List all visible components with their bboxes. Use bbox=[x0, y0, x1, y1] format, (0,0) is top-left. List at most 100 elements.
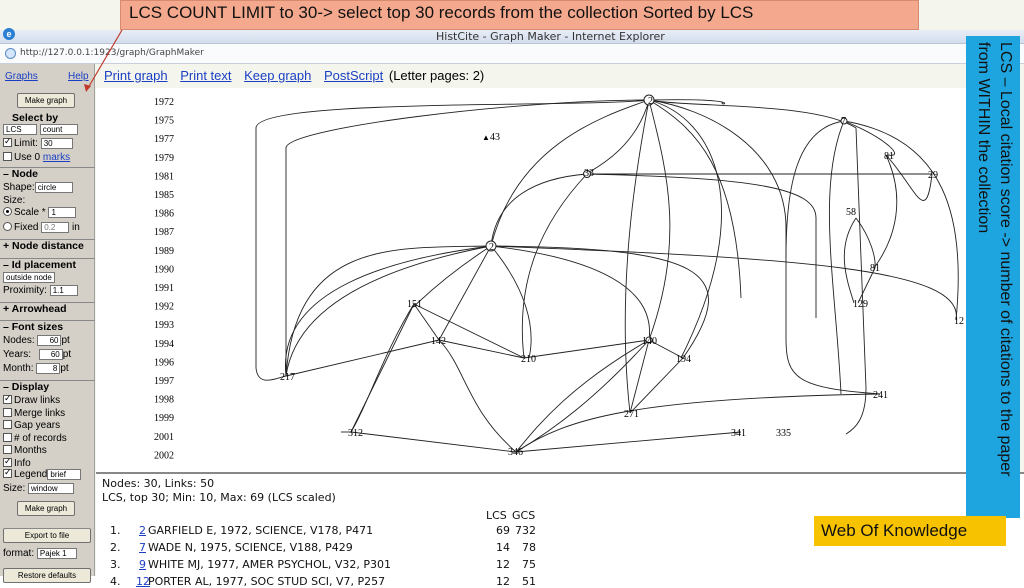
record-lcs: 14 bbox=[496, 541, 510, 554]
record-index: 1. bbox=[110, 524, 121, 537]
display-header[interactable]: – Display bbox=[0, 380, 95, 393]
link-edge bbox=[285, 339, 440, 377]
size-label: Size: bbox=[3, 195, 26, 206]
address-url[interactable]: http://127.0.0.1:1923/graph/GraphMaker bbox=[20, 48, 204, 58]
postscript-link[interactable]: PostScript bbox=[324, 68, 384, 83]
format-dropdown[interactable]: Pajek 1 bbox=[36, 548, 77, 559]
id-placement-dropdown[interactable]: outside node bbox=[3, 272, 55, 283]
node-label: 346 bbox=[508, 447, 523, 458]
proximity-input[interactable]: 1.1 bbox=[49, 285, 78, 296]
display-option[interactable]: Draw links bbox=[3, 393, 60, 406]
fixed-unit: in bbox=[72, 222, 80, 233]
nodes-font-input[interactable]: 60 bbox=[37, 335, 62, 346]
select-mode-dropdown[interactable]: count bbox=[39, 124, 78, 135]
years-font-label: Years: bbox=[3, 349, 31, 360]
legend-checkbox[interactable] bbox=[3, 467, 12, 478]
address-bar[interactable]: http://127.0.0.1:1923/graph/GraphMaker bbox=[0, 44, 1024, 64]
display-option[interactable]: Info bbox=[3, 456, 31, 469]
id-placement-header[interactable]: – Id placement bbox=[0, 258, 95, 271]
display-option-label: Months bbox=[14, 445, 47, 456]
nodes-font-label: Nodes: bbox=[3, 335, 35, 346]
node-section-header[interactable]: – Node bbox=[0, 167, 95, 180]
node-label: 81 bbox=[870, 263, 880, 274]
years-font-input[interactable]: 60 bbox=[38, 349, 63, 360]
web-of-knowledge-badge: Web Of Knowledge bbox=[814, 516, 1006, 546]
print-graph-link[interactable]: Print graph bbox=[104, 68, 168, 83]
month-font-input[interactable]: 8 bbox=[36, 363, 61, 374]
make-graph-button[interactable]: Make graph bbox=[17, 93, 75, 108]
use0-label: Use 0 bbox=[14, 152, 41, 163]
record-id-link[interactable]: 12 bbox=[136, 575, 150, 588]
record-index: 3. bbox=[110, 558, 121, 571]
display-option[interactable]: Merge links bbox=[3, 407, 65, 419]
node-label: 194 bbox=[676, 354, 691, 365]
display-option[interactable]: Months bbox=[3, 445, 47, 456]
fixed-input[interactable]: 0.2 bbox=[41, 222, 70, 233]
limit-input[interactable]: 30 bbox=[40, 138, 73, 149]
size2-dropdown[interactable]: window bbox=[28, 483, 75, 494]
record-gcs: 732 bbox=[515, 524, 536, 537]
node-label: 335 bbox=[776, 428, 791, 439]
scale-radio[interactable] bbox=[3, 207, 12, 216]
link-edge bbox=[411, 245, 492, 308]
format-label: format: bbox=[3, 548, 35, 559]
make-graph-button-2[interactable]: Make graph bbox=[17, 501, 75, 516]
display-option-checkbox[interactable] bbox=[3, 445, 12, 454]
link-edge bbox=[285, 245, 492, 377]
record-id-link[interactable]: 2 bbox=[139, 524, 146, 537]
year-label: 1999 bbox=[154, 413, 174, 424]
marks-link[interactable]: marks bbox=[42, 152, 71, 163]
link-edge bbox=[515, 339, 650, 453]
arrowhead-header[interactable]: + Arrowhead bbox=[0, 302, 95, 315]
lcs-column-header: LCS bbox=[486, 509, 507, 522]
shape-dropdown[interactable]: circle bbox=[34, 182, 73, 193]
link-edge bbox=[843, 217, 857, 304]
display-option-checkbox[interactable] bbox=[3, 393, 12, 404]
graphs-link[interactable]: Graphs bbox=[5, 71, 38, 82]
node-label: 7 bbox=[841, 116, 846, 127]
use0-checkbox[interactable] bbox=[3, 152, 12, 161]
record-id-link[interactable]: 9 bbox=[139, 558, 146, 571]
keep-graph-link[interactable]: Keep graph bbox=[244, 68, 312, 83]
export-button[interactable]: Export to file bbox=[3, 528, 91, 543]
graph-control-panel: Graphs Help Make graph Select by LCS cou… bbox=[0, 64, 95, 583]
display-option[interactable]: Gap years bbox=[3, 420, 60, 431]
link-edge bbox=[523, 339, 650, 359]
link-edge bbox=[515, 393, 881, 453]
fixed-radio[interactable] bbox=[3, 222, 12, 231]
display-option-checkbox[interactable] bbox=[3, 432, 12, 442]
link-edge bbox=[490, 245, 957, 321]
node-label: 33 bbox=[584, 168, 594, 179]
graph-node bbox=[840, 117, 848, 125]
font-sizes-header[interactable]: – Font sizes bbox=[0, 320, 95, 333]
node-distance-header[interactable]: + Node distance bbox=[0, 239, 95, 252]
scale-input[interactable]: 1 bbox=[48, 207, 77, 218]
record-index: 2. bbox=[110, 541, 121, 554]
link-edge bbox=[438, 339, 525, 359]
limit-checkbox[interactable] bbox=[3, 136, 12, 147]
year-label: 2001 bbox=[154, 432, 174, 443]
display-option-checkbox[interactable] bbox=[3, 407, 12, 417]
annotation-right-panel: LCS – Local citation score -> number of … bbox=[966, 36, 1020, 518]
link-edge bbox=[586, 173, 817, 318]
record-citation: PORTER AL, 1977, SOC STUD SCI, V7, P257 bbox=[148, 575, 386, 588]
pt-unit: pt bbox=[61, 335, 70, 346]
display-option[interactable]: # of records bbox=[3, 432, 67, 444]
proximity-label: Proximity: bbox=[3, 285, 47, 296]
record-lcs: 12 bbox=[496, 558, 510, 571]
select-by-dropdown[interactable]: LCS bbox=[3, 124, 37, 135]
link-edge bbox=[648, 99, 726, 105]
display-option-checkbox[interactable] bbox=[3, 420, 12, 429]
record-gcs: 51 bbox=[522, 575, 536, 588]
display-option-checkbox[interactable] bbox=[3, 456, 12, 467]
node-label: 12 bbox=[954, 316, 964, 327]
record-id-link[interactable]: 7 bbox=[139, 541, 146, 554]
link-edge bbox=[490, 245, 709, 359]
limit-label: Limit: bbox=[14, 138, 38, 149]
print-text-link[interactable]: Print text bbox=[180, 68, 232, 83]
legend-dropdown[interactable]: brief bbox=[47, 469, 82, 480]
link-edge bbox=[350, 303, 415, 433]
year-label: 1975 bbox=[154, 116, 174, 127]
help-link[interactable]: Help bbox=[68, 71, 89, 82]
